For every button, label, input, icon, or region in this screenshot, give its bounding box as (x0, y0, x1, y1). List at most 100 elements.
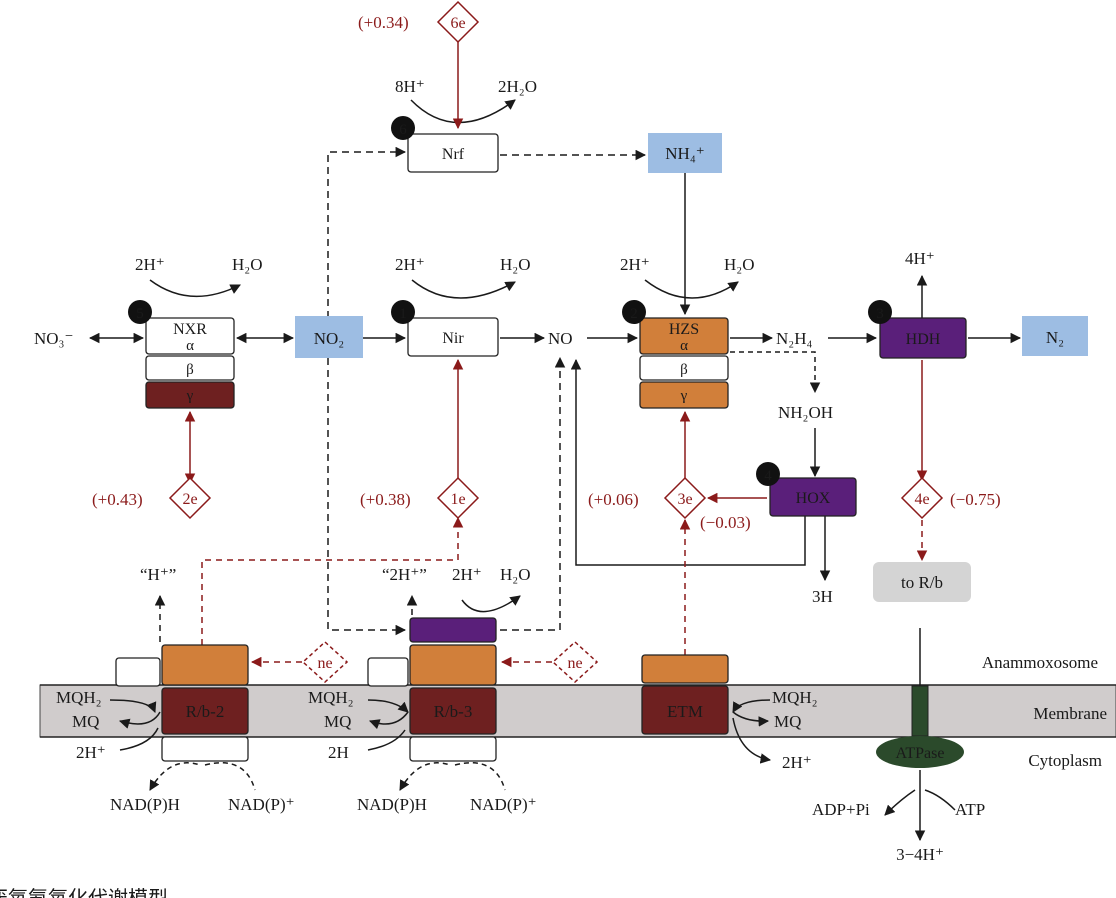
svg-text:ne: ne (567, 655, 582, 672)
nxr-number-badge (128, 300, 152, 324)
rb3-h2o: H₂O (500, 565, 530, 584)
rb2-hplus: “H⁺” (140, 565, 176, 584)
no-label: NO (548, 329, 573, 348)
rb3-complex: R/b-3 “2H⁺” 2H⁺ H₂O MQH₂ MQ 2H NAD(P)H N… (308, 565, 537, 814)
hox-enzyme: HOX 4 (756, 462, 857, 517)
nh4-label: NH₄⁺ (665, 144, 704, 163)
no3-label: NO₃⁻ (34, 329, 73, 348)
rb3-label: R/b-3 (434, 702, 473, 721)
hdh-number-badge (868, 300, 892, 324)
atpase-label: ATPase (896, 745, 945, 762)
hox-number-badge (756, 462, 780, 486)
potential-hox: (−0.03) (700, 513, 751, 532)
rb2-mqh2: MQH₂ (56, 688, 102, 707)
svg-text:3e: 3e (677, 491, 692, 508)
red-arrows (184, 42, 928, 668)
electron-ne-1: ne (301, 640, 349, 684)
black-arrows (88, 99, 1022, 842)
rb2-h-in: 2H⁺ (76, 743, 106, 762)
nh2oh-label: NH₂OH (778, 403, 833, 422)
hzs-number-badge (622, 300, 646, 324)
no2-box (295, 316, 363, 358)
nxr-in-label: 2H⁺ (135, 255, 165, 274)
electron-2e: 2e (+0.43) (92, 476, 212, 520)
rb3-mq: MQ (324, 712, 351, 731)
svg-text:1e: 1e (450, 491, 465, 508)
etm-mqh2: MQH₂ (772, 688, 818, 707)
nrf-enzyme: Nrf 6 (391, 116, 499, 173)
electron-1e: 1e (+0.38) (360, 476, 480, 520)
cytoplasm-label: Cytoplasm (1028, 751, 1102, 770)
hzs-beta: β (680, 362, 688, 378)
rb3-nadp: NAD(P)⁺ (470, 795, 537, 814)
nir-number: 1 (399, 306, 407, 322)
n2-label: N₂ (1046, 328, 1064, 347)
atpase-protons: 3−4H⁺ (896, 845, 944, 864)
etm-complex: ETM MQH₂ MQ 2H⁺ (641, 654, 818, 772)
hzs-label: HZS (669, 321, 699, 338)
hox-number: 4 (764, 468, 772, 484)
svg-text:4e: 4e (914, 491, 929, 508)
nxr-label: NXR (173, 321, 207, 338)
rb3-h-in: 2H (328, 743, 349, 762)
electron-3e: 3e (+0.06) (−0.03) (588, 476, 751, 532)
nh4-box (648, 133, 722, 173)
hdh-number: 3 (876, 306, 884, 322)
three-h-label: 3H (812, 587, 833, 606)
hzs-enzyme: HZS α β γ 2 (622, 300, 729, 409)
hzs-number: 2 (630, 306, 638, 322)
hzs-gamma: γ (680, 388, 688, 404)
n2-box (1022, 316, 1088, 356)
electron-4e: 4e (−0.75) (900, 476, 1001, 520)
atpase: ATPase ADP+Pi ATP 3−4H⁺ (812, 685, 985, 864)
hdh-enzyme: HDH 3 (868, 300, 967, 359)
electron-6e: 6e (+0.34) (358, 0, 480, 44)
rb2-mq: MQ (72, 712, 99, 731)
nrf-out-label: 2H₂O (498, 77, 537, 96)
nxr-number: 5 (136, 306, 144, 322)
nir-label: Nir (442, 330, 464, 347)
figure-caption: 厌氧氨氧化代谢模型 (0, 887, 168, 898)
to-rb-label: to R/b (901, 573, 943, 592)
rb3-h-in-top: 2H⁺ (452, 565, 482, 584)
nrf-in-label: 8H⁺ (395, 77, 425, 96)
svg-text:ne: ne (317, 655, 332, 672)
nxr-enzyme: NXR α β γ 5 (128, 300, 235, 409)
nxr-gamma: γ (186, 388, 194, 404)
hzs-out-label: H₂O (724, 255, 754, 274)
nir-enzyme: Nir 1 (391, 300, 499, 357)
electron-ne-2: ne (551, 640, 599, 684)
n2h4-label: N₂H₄ (776, 329, 812, 348)
rb3-hplus: “2H⁺” (382, 565, 427, 584)
to-rb-box (873, 562, 971, 602)
hdh-label: HDH (906, 331, 941, 348)
rb3-nadph: NAD(P)H (357, 795, 427, 814)
etm-mq: MQ (774, 712, 801, 731)
potential-4e: (−0.75) (950, 490, 1001, 509)
rb2-nadph: NAD(P)H (110, 795, 180, 814)
hox-label: HOX (796, 490, 831, 507)
nxr-out-label: H₂O (232, 255, 262, 274)
nrf-number: 6 (399, 122, 407, 138)
rb2-complex: R/b-2 “H⁺” MQH₂ MQ 2H⁺ NAD(P)H NAD(P)⁺ (56, 565, 295, 814)
nir-number-badge (391, 300, 415, 324)
rb2-nadp: NAD(P)⁺ (228, 795, 295, 814)
potential-3e: (+0.06) (588, 490, 639, 509)
anammoxosome-label: Anammoxosome (982, 653, 1098, 672)
hdh-out-label: 4H⁺ (905, 249, 935, 268)
atpase-adp: ADP+Pi (812, 800, 870, 819)
svg-text:2e: 2e (182, 491, 197, 508)
no2-label: NO₂ (314, 329, 344, 348)
potential-6e: (+0.34) (358, 13, 409, 32)
nir-in-label: 2H⁺ (395, 255, 425, 274)
rb2-label: R/b-2 (186, 702, 225, 721)
rb3-mqh2: MQH₂ (308, 688, 354, 707)
etm-h-out: 2H⁺ (782, 753, 812, 772)
potential-1e: (+0.38) (360, 490, 411, 509)
potential-2e: (+0.43) (92, 490, 143, 509)
nxr-alpha: α (186, 338, 194, 354)
hzs-in-label: 2H⁺ (620, 255, 650, 274)
nir-out-label: H₂O (500, 255, 530, 274)
hzs-alpha: α (680, 338, 688, 354)
